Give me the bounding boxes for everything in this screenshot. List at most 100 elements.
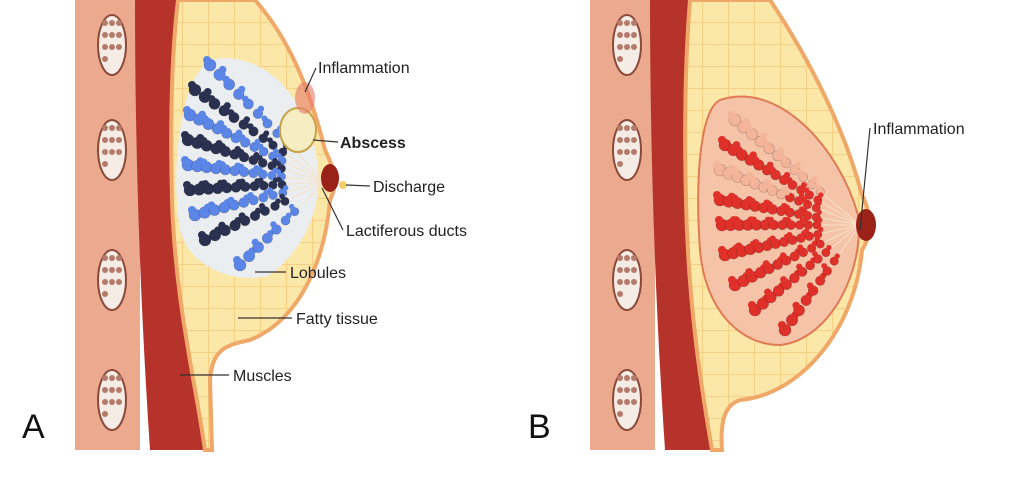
rib-texture (631, 149, 637, 155)
lobule (766, 161, 774, 169)
label-lobules: Lobules (290, 265, 346, 282)
rib-texture (617, 411, 623, 417)
lobule (279, 193, 285, 199)
leader-line (312, 139, 339, 143)
rib-texture (102, 20, 108, 26)
discharge (339, 181, 347, 189)
lobule (220, 124, 228, 132)
rib-texture (624, 32, 630, 38)
rib-texture (617, 125, 623, 131)
lobules-a (181, 56, 326, 272)
rib-texture (102, 44, 108, 50)
lobule (767, 216, 774, 224)
leader-line (859, 127, 871, 231)
lobule (283, 185, 289, 191)
ribs-a (97, 14, 127, 431)
rib-texture (617, 32, 623, 38)
rib-texture (109, 279, 115, 285)
rib-texture (109, 255, 115, 261)
lobule (238, 85, 246, 93)
lobule (752, 156, 760, 164)
lobule (237, 149, 245, 156)
lobule (233, 256, 241, 264)
lobule (785, 217, 791, 223)
lobule (742, 118, 751, 127)
lobule (254, 138, 261, 146)
lobule (218, 143, 226, 150)
rib-texture (631, 387, 637, 393)
lobule (818, 226, 824, 232)
label-inflammation-b: Inflammation (873, 121, 965, 138)
rib-texture (624, 387, 630, 393)
lobule (826, 244, 832, 251)
lobule (273, 148, 279, 154)
lobule (270, 221, 277, 228)
rib-texture (617, 291, 623, 297)
panel-letter-b: B (528, 408, 551, 446)
rib-texture (624, 149, 630, 155)
lobule (188, 206, 196, 214)
lobule (713, 161, 721, 169)
rib-texture (109, 149, 115, 155)
rib-texture (631, 137, 637, 143)
lobule (251, 238, 259, 246)
rib-texture (624, 267, 630, 273)
lobule (780, 276, 787, 283)
rib-texture (116, 137, 122, 143)
lobule (234, 217, 242, 224)
rib-texture (624, 20, 630, 26)
lobule (270, 201, 280, 211)
rib-texture (102, 32, 108, 38)
rib-texture (102, 161, 108, 167)
lobule (275, 198, 281, 205)
lobule (201, 180, 210, 188)
skin-layer (75, 0, 140, 450)
lobule (804, 231, 815, 241)
lobule (239, 178, 246, 185)
lobule (207, 95, 216, 103)
lobule (812, 220, 822, 230)
rib-texture (631, 399, 637, 405)
rib-texture (631, 279, 637, 285)
lobule (257, 177, 264, 184)
lobule (752, 239, 760, 246)
lobule (728, 276, 736, 284)
rib-texture (109, 399, 115, 405)
lobule (797, 169, 804, 176)
label-fatty-tissue: Fatty tissue (296, 311, 378, 328)
rib-texture (102, 267, 108, 273)
lobule (247, 192, 254, 199)
lobule (203, 56, 211, 64)
lobule (803, 228, 810, 234)
rib-texture (102, 411, 108, 417)
inflammation-area-a (295, 82, 315, 114)
lobule (256, 155, 263, 161)
lobule (792, 301, 800, 309)
lobule (766, 182, 773, 189)
rib-texture (116, 32, 122, 38)
lobule (181, 131, 189, 139)
lobule (802, 199, 813, 210)
rib-texture (109, 387, 115, 393)
rib-texture (617, 387, 623, 393)
abscess (279, 107, 317, 153)
lobule (275, 168, 282, 175)
lobule (812, 251, 818, 257)
lobule (794, 162, 801, 169)
rib-texture (102, 125, 108, 131)
rib-texture (109, 267, 115, 273)
rib-texture (617, 44, 623, 50)
lobule (821, 263, 828, 269)
lobule (276, 153, 282, 159)
lobule (783, 171, 791, 179)
lobule (745, 268, 753, 276)
leader-line (304, 67, 317, 93)
lobule (203, 88, 212, 96)
lobule (748, 301, 756, 309)
lobule (201, 115, 210, 123)
rib-texture (631, 44, 637, 50)
lobule (285, 212, 292, 219)
lobule (816, 200, 822, 206)
lobule (223, 102, 231, 110)
